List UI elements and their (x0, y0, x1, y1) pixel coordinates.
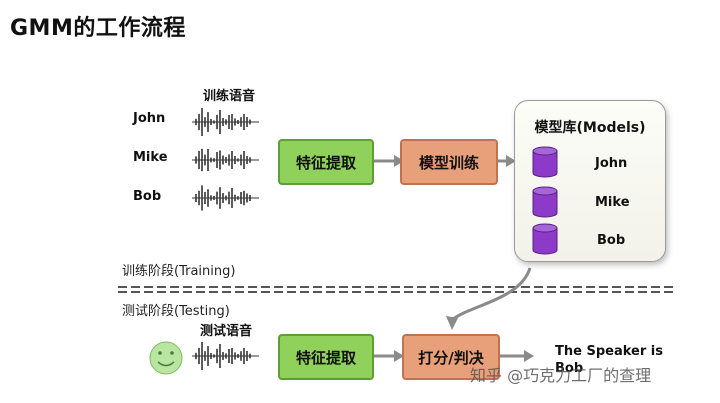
model-training-box: 模型训练 (400, 139, 498, 185)
arrow-train-to-models (496, 155, 516, 167)
model-name-bob: Bob (597, 233, 626, 248)
arrow-score-to-result (500, 350, 534, 362)
model-cylinder-icon-mike (532, 186, 558, 218)
training-stage-label: 训练阶段(Training) (122, 264, 236, 279)
speaker-label-bob: Bob (133, 189, 162, 204)
arrow-models-to-score (446, 267, 532, 330)
model-database-title: 模型库(Models) (534, 120, 646, 136)
watermark: 知乎 @巧克力工厂的查理 (470, 366, 652, 385)
model-name-mike: Mike (595, 195, 630, 210)
feature-extraction-box-training: 特征提取 (278, 139, 374, 185)
testing-stage-label: 测试阶段(Testing) (122, 304, 230, 319)
waveform-test (192, 342, 259, 370)
smiley-icon (149, 341, 183, 375)
waveform-bob (192, 185, 259, 211)
model-cylinders (532, 146, 558, 255)
speaker-label-john: John (133, 111, 166, 126)
testing-speech-label: 测试语音 (200, 324, 253, 339)
arrow-feature-to-train (372, 155, 404, 167)
model-name-john: John (595, 156, 628, 171)
model-cylinder-icon-john (532, 146, 558, 178)
result-text-line2: Bob (555, 361, 584, 376)
stage-divider (118, 286, 676, 293)
score-decision-box: 打分/判决 (402, 334, 500, 380)
waveform-mike (192, 148, 259, 172)
page-title: GMM的工作流程 (10, 16, 186, 41)
model-cylinder-icon-bob (532, 223, 558, 255)
speaker-label-mike: Mike (133, 150, 168, 165)
arrow-test-feature-to-score (372, 350, 404, 362)
model-database-panel: 模型库(Models) John Mike Bob (514, 100, 666, 262)
result-text-line1: The Speaker is (555, 344, 663, 359)
waveform-john (192, 108, 259, 136)
training-speech-label: 训练语音 (203, 89, 256, 104)
feature-extraction-box-testing: 特征提取 (278, 334, 374, 380)
